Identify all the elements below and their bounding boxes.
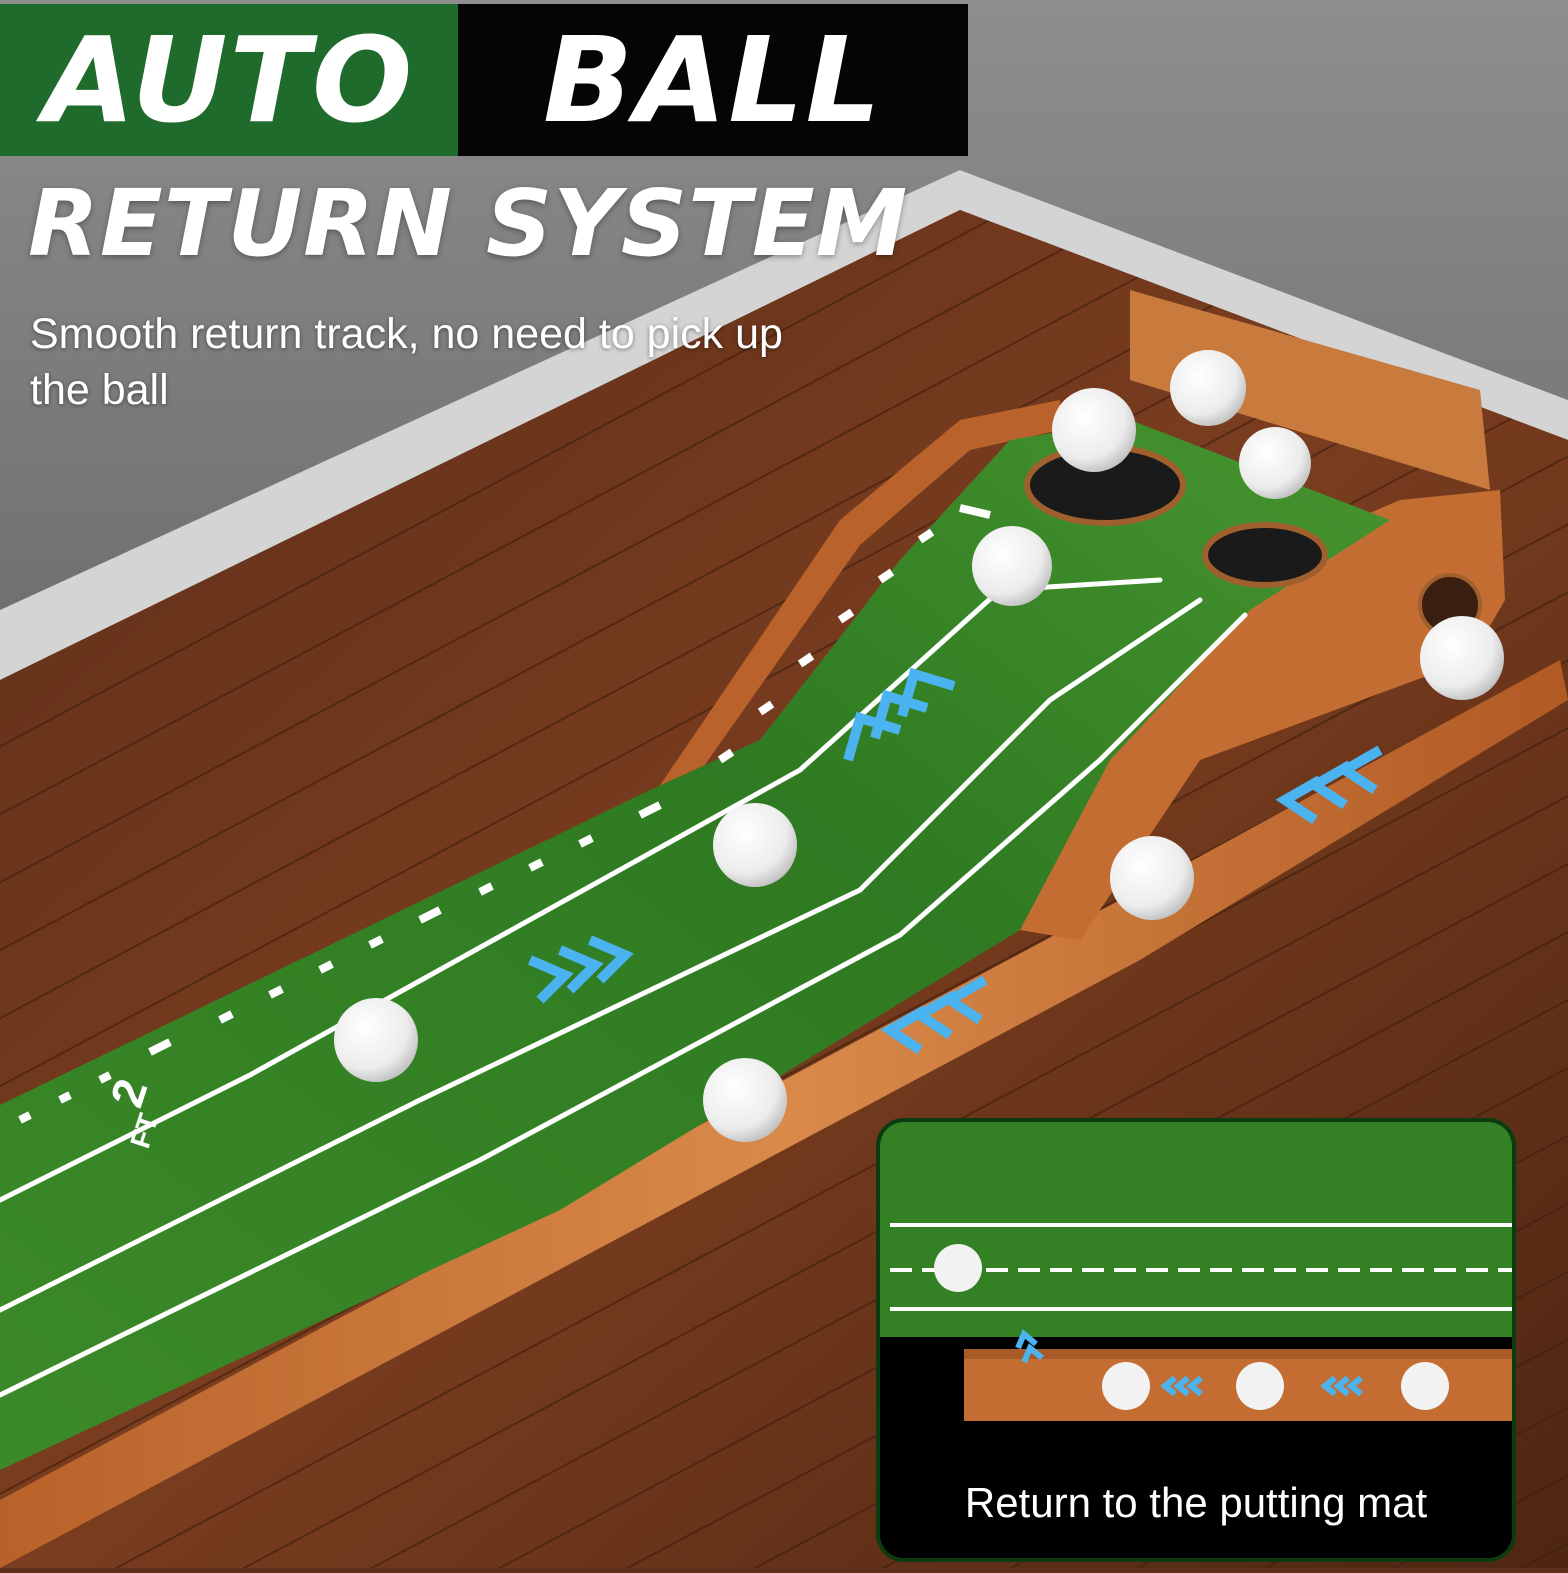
headline-subtitle: RETURN SYSTEM — [28, 170, 909, 277]
inset-closeup: Return to the putting mat — [876, 1118, 1516, 1562]
chevron-arrow-icon — [528, 667, 1383, 1055]
guide-lines — [0, 577, 1248, 1398]
inset-caption: Return to the putting mat — [964, 1479, 1428, 1526]
headline-word-ball: BALL — [543, 11, 883, 149]
baseboard — [0, 170, 1568, 680]
chevron-arrow-icon — [1015, 1329, 1363, 1397]
ramp-side-panel — [1020, 490, 1505, 940]
headline-ball-box: BALL — [458, 4, 968, 156]
putting-turf — [0, 420, 1390, 1470]
golf-ball-icon — [334, 350, 1504, 1142]
headline-word-auto: AUTO — [43, 11, 415, 149]
back-board — [1130, 290, 1490, 490]
wall — [0, 0, 1568, 700]
feature-description: Smooth return track, no need to pick up … — [30, 310, 783, 414]
headline-auto-box: AUTO — [0, 4, 458, 156]
golf-ball-icon — [934, 1244, 1449, 1410]
distance-ticks — [18, 504, 991, 1124]
inset-illustration — [880, 1122, 1512, 1558]
